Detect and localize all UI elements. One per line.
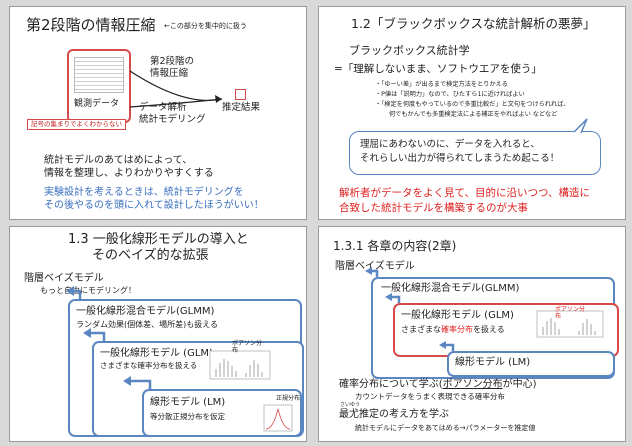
slide-glm-intro: 1.3 一般化線形モデルの導入と そのベイズ的な拡張 階層ベイズモデル もっと自… <box>9 226 307 442</box>
hbm-label: 階層ベイズモデル <box>24 273 104 284</box>
learn-count-data: カウントデータをうまく表現できる確率分布 <box>355 392 505 401</box>
bubble-tail <box>573 118 588 134</box>
bullet-3: ・「検定を何度もやっているので多重比較だ」と文句をつけられれば、 <box>375 101 570 108</box>
slide-chapter-contents: 1.3.1 各章の内容(2章) 階層ベイズモデル 一般化線形混合モデル(GLMM… <box>318 226 626 442</box>
slide-black-box: 1.2「ブラックボックスな統計解析の悪夢」 ブラックボックス統計学 =「理解しな… <box>318 6 626 220</box>
symbol-memo: 記号の集まりでよくわからない <box>27 119 126 131</box>
poisson-label: ポアソン分布 <box>555 306 586 320</box>
result-box <box>235 89 246 100</box>
lm-label: 線形モデル (LM) <box>150 397 226 408</box>
fit-text-1: 統計モデルのあてはめによって、 <box>44 155 193 166</box>
bubble-text-2: それらしい出力が得られてしまうため起こる！ <box>360 153 560 164</box>
lm-label: 線形モデル (LM) <box>455 357 531 368</box>
poisson-label: ポアソン分布 <box>232 340 263 354</box>
slide-title: 第2段階の情報圧縮 <box>26 16 156 34</box>
glm-label: 一般化線形モデル (GLM) <box>100 348 213 359</box>
data-table-icon <box>74 57 124 93</box>
slide-title-note: ←この部分を集中的に扱う <box>164 22 247 30</box>
observed-data-label: 観測データ <box>74 99 120 109</box>
glm-label: 一般化線形モデル (GLM) <box>401 310 514 321</box>
glm-sub: さまざまな確率分布を扱える <box>100 361 198 370</box>
glmm-label: 一般化線形混合モデル(GLMM) <box>76 306 215 317</box>
hierarchy-arrows <box>66 286 152 389</box>
normal-label: 正規分布 <box>276 395 301 402</box>
observed-data-box: 観測データ <box>67 49 131 123</box>
learn-fit: 統計モデルにデータをあてはめる→パラメーターを推定値 <box>355 424 536 432</box>
speech-bubble: 理屈にあわないのに、データを入れると、 それらしい出力が得られてしまうため起こる… <box>349 131 601 175</box>
conclusion-2: 合致した統計モデルを構築するのが大事 <box>339 202 528 214</box>
slide-title: 1.3.1 各章の内容(2章) <box>333 239 457 253</box>
learn-mle: 最尤推定の考え方を学ぶ <box>339 409 449 420</box>
compression-arrow <box>129 70 223 108</box>
modeling-label-l2: 統計モデリング <box>139 114 206 125</box>
modeling-label-l1: データ解析 <box>139 102 187 113</box>
slide-title-1: 1.3 一般化線形モデルの導入と <box>68 232 249 247</box>
fit-text-2: 情報を整理し、よりわかりやすくする <box>44 168 214 179</box>
slide-title: 1.2「ブラックボックスな統計解析の悪夢」 <box>351 16 596 31</box>
hierarchy-arrows <box>365 267 604 351</box>
bullet-1: ・「ゆーい差」が出るまで検定方法をとりかえる <box>375 81 508 88</box>
glm-sub-b: 確率分布 <box>441 325 473 334</box>
ruby-saiyuu: さいゆう <box>340 402 361 408</box>
lm-box: 線形モデル (LM) <box>447 351 615 377</box>
bullet-2: ・P値は「説明力」なので、ひたすら1に近ければよい <box>375 91 525 98</box>
design-advice-1: 実験設計を考えるときは、統計モデリングを <box>44 187 244 198</box>
stage2-label-l1: 第2段階の <box>150 56 195 67</box>
estimate-result-label: 推定結果 <box>222 102 261 113</box>
bubble-text-1: 理屈にあわないのに、データを入れると、 <box>360 139 540 150</box>
subtitle: ブラックボックス統計学 <box>349 44 470 57</box>
design-advice-2: その後やるのを頭に入れて設計したほうがいい！ <box>44 200 264 211</box>
glm-sub-a: さまざまな <box>401 325 441 334</box>
slide-title-2: そのベイズ的な拡張 <box>92 248 209 263</box>
learn-distribution: 確率分布について学ぶ(ポアソン分布が中心) <box>339 379 537 391</box>
hbm-label: 階層ベイズモデル <box>335 261 415 272</box>
glmm-label: 一般化線形混合モデル(GLMM) <box>381 283 520 294</box>
learn-text-a: 確率分布について学ぶ( <box>339 379 443 390</box>
lm-sub: 等分散正規分布を仮定 <box>150 412 225 421</box>
slide-information-compression: 第2段階の情報圧縮 ←この部分を集中的に扱う 観測データ 記号の集まりでよくわか… <box>9 6 307 220</box>
bullet-4: 何でもかんでも多重検定法による補正をやればよい などなど <box>389 111 558 118</box>
learn-text-c: が中心) <box>502 379 537 390</box>
glmm-sub: ランダム効果(個体差、場所差)も扱える <box>76 320 219 329</box>
definition: =「理解しないまま、ソフトウエアを使う」 <box>334 63 542 75</box>
conclusion-1: 解析者がデータをよく見て、目的に沿いつつ、構造に <box>339 187 591 199</box>
glm-sub: さまざまな確率分布を扱える <box>401 325 505 334</box>
learn-text-b: ポアソン分布 <box>442 379 503 390</box>
stage2-label-l2: 情報圧縮 <box>150 68 189 79</box>
glm-sub-c: を扱える <box>473 325 505 334</box>
poisson-figure <box>209 350 293 432</box>
hbm-sub: もっと自由にモデリング！ <box>40 286 136 295</box>
